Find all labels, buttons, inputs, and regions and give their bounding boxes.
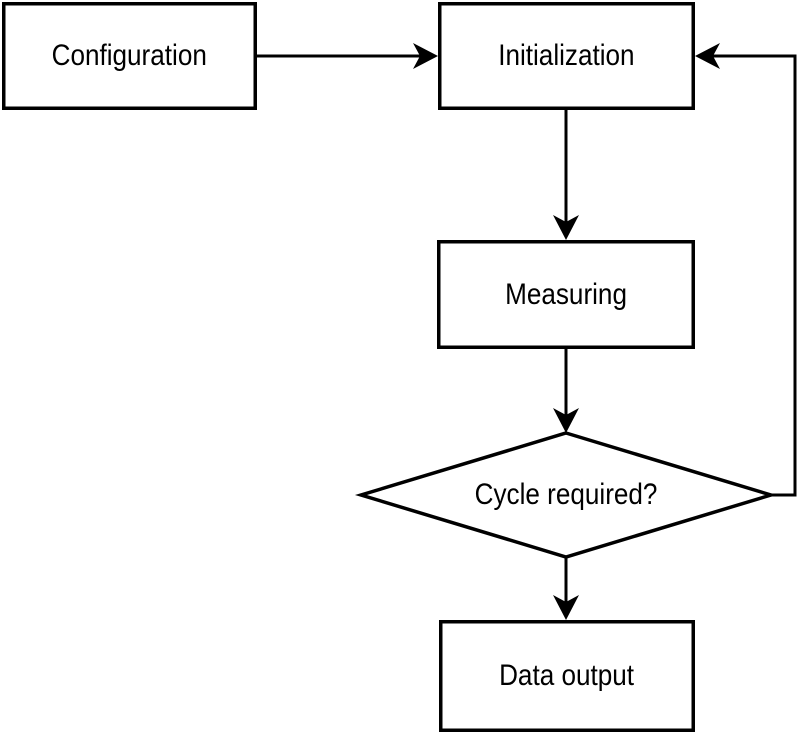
node-box-measuring	[437, 240, 695, 349]
node-box-configuration	[2, 2, 257, 110]
node-box-initialization	[438, 2, 695, 110]
arrowhead-into-data-output-icon	[553, 595, 579, 620]
edge-cycle-required-loop-to-initialization	[713, 54, 797, 497]
arrowhead-into-diamond-icon	[553, 408, 579, 433]
arrowhead-into-measuring-icon	[553, 215, 579, 240]
arrowhead-into-initialization-right-icon	[695, 43, 720, 69]
node-diamond-cycle-required	[354, 431, 778, 559]
node-box-data-output	[439, 620, 695, 732]
arrowhead-into-initialization-left-icon	[413, 43, 438, 69]
